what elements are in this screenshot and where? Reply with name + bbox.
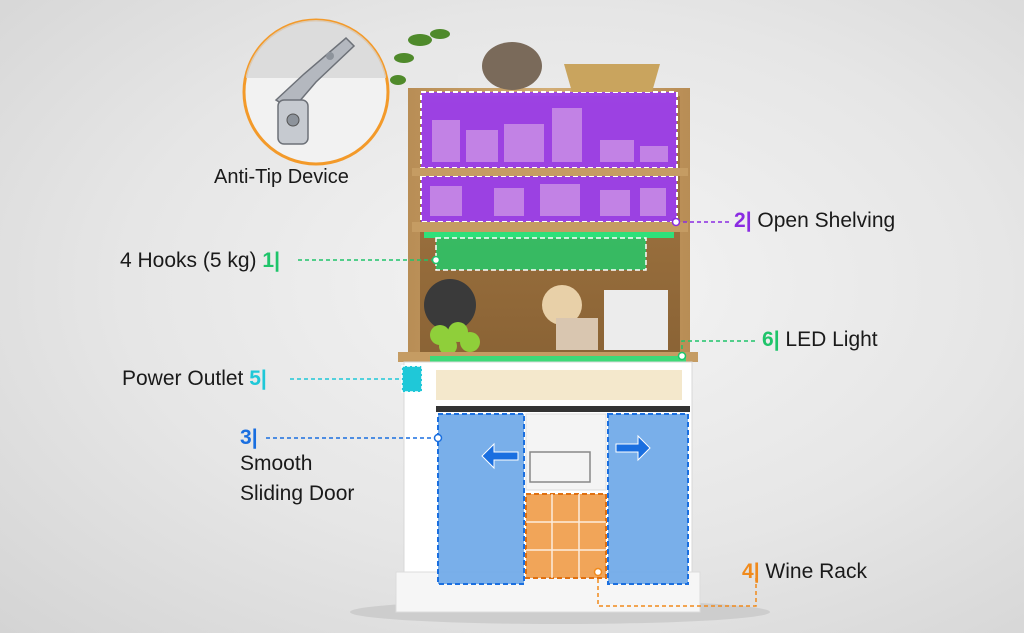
feature-number: 6 bbox=[762, 328, 774, 351]
upper-shelf-highlight bbox=[421, 92, 677, 168]
feature-label: 4 Hooks (5 kg) bbox=[120, 249, 257, 272]
leader-led bbox=[681, 340, 756, 356]
feature-hooks: 4 Hooks (5 kg) 1| bbox=[120, 249, 280, 272]
feature-label: Power Outlet bbox=[122, 367, 244, 390]
feature-label: Open Shelving bbox=[757, 209, 896, 232]
arrow-right-icon bbox=[615, 434, 651, 462]
anti-tip-bracket-icon bbox=[274, 36, 356, 145]
feature-label: LED Light bbox=[785, 328, 878, 351]
leader-wine-rack bbox=[597, 572, 757, 607]
wine-rack bbox=[525, 493, 607, 579]
led-strip-top bbox=[424, 232, 674, 238]
feature-number: 4 bbox=[742, 560, 754, 583]
feature-sliding-door-line2: Sliding Door bbox=[240, 482, 355, 505]
feature-number: 3 bbox=[240, 426, 252, 449]
feature-number: 5 bbox=[249, 367, 261, 390]
feature-led-light: 6| LED Light bbox=[762, 328, 878, 351]
anti-tip-device-zoom bbox=[242, 18, 390, 166]
hooks-highlight bbox=[436, 238, 646, 270]
feature-power-outlet: Power Outlet 5| bbox=[122, 367, 267, 390]
right-sliding-door bbox=[608, 414, 688, 584]
arrow-left-icon bbox=[481, 442, 519, 470]
feature-open-shelving: 2| Open Shelving bbox=[734, 209, 896, 232]
feature-sliding-door-number: 3| bbox=[240, 426, 258, 449]
feature-sliding-door-line1: Smooth bbox=[240, 452, 313, 475]
feature-label: Wine Rack bbox=[765, 560, 867, 583]
feature-number: 1 bbox=[262, 249, 275, 272]
left-sliding-door bbox=[438, 414, 524, 584]
feature-number: 2 bbox=[734, 209, 746, 232]
anti-tip-label: Anti-Tip Device bbox=[214, 166, 349, 188]
outlet-icon bbox=[401, 365, 423, 393]
feature-wine-rack: 4| Wine Rack bbox=[742, 560, 867, 583]
